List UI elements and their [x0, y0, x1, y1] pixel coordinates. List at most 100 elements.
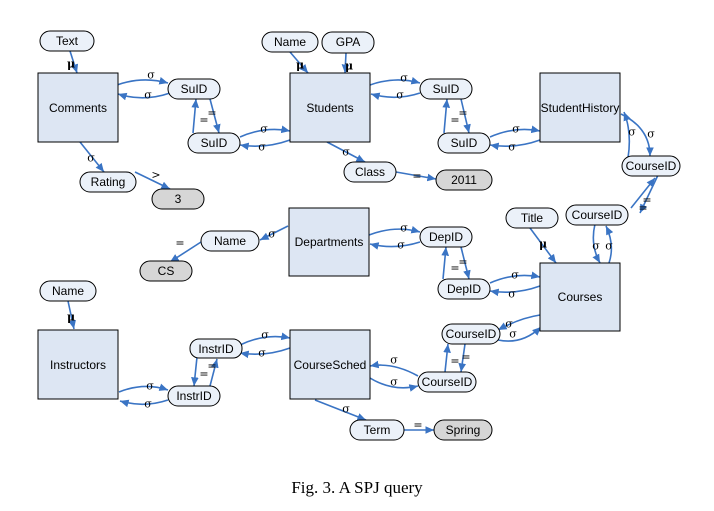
label-sigma: σ: [258, 141, 266, 154]
edge-courseid2-eq-up: [443, 343, 451, 373]
label-eq: =: [450, 114, 459, 127]
label-eq: =: [458, 256, 467, 269]
svg-text:CourseID: CourseID: [446, 327, 497, 341]
attr-depid: DepID: [419, 226, 473, 248]
attr-courseid: CourseID: [441, 323, 501, 345]
label-sigma: σ: [147, 69, 155, 82]
svg-text:InstrID: InstrID: [176, 389, 212, 403]
attr-instructor-name: Name: [39, 280, 97, 302]
attr-gpa: GPA: [321, 31, 375, 54]
edge-instrid-instructors: [119, 399, 169, 408]
label-mu: μ: [345, 60, 353, 73]
svg-text:SuID: SuID: [451, 136, 478, 150]
svg-text:SuID: SuID: [181, 82, 208, 96]
label-sigma: σ: [628, 126, 636, 139]
edge-suid2-students: [370, 92, 421, 101]
label-gt: >: [151, 169, 160, 182]
attr-term: Term: [349, 419, 405, 441]
table-label: StudentHistory: [541, 101, 620, 115]
edge-suid3-history: [489, 125, 541, 138]
attr-text: Text: [39, 30, 95, 52]
edge-class-2011: [395, 171, 437, 182]
label-eq: =: [638, 202, 647, 215]
label-sigma: σ: [647, 128, 655, 141]
label-sigma: σ: [397, 239, 405, 252]
table-coursesched: CourseSched: [289, 329, 371, 400]
svg-text:InstrID: InstrID: [198, 342, 234, 356]
tables: Comments Students StudentHistory Departm…: [37, 72, 621, 400]
table-label: Instructors: [50, 358, 106, 372]
edge-courses-depid2: [489, 285, 541, 297]
edge-title-courses: [529, 227, 557, 264]
table-label: CourseSched: [294, 358, 367, 372]
attr-suid: SuID: [419, 78, 473, 100]
edge-courseid-eq-b: [630, 177, 656, 209]
svg-text:DepID: DepID: [447, 282, 481, 296]
table-label: Departments: [295, 235, 364, 249]
attr-class: Class: [343, 161, 397, 183]
edge-courseid-courses: [592, 223, 601, 264]
svg-text:GPA: GPA: [336, 35, 360, 49]
label-sigma: σ: [400, 222, 408, 235]
svg-text:Text: Text: [56, 34, 79, 48]
const-term-value: Spring: [433, 419, 493, 441]
edge-courseid2-courses: [497, 326, 542, 342]
attr-instrid: InstrID: [167, 385, 221, 407]
table-label: Courses: [558, 290, 603, 304]
svg-text:CourseID: CourseID: [572, 208, 623, 222]
svg-text:CS: CS: [158, 264, 175, 278]
edge-comments-rating: [79, 141, 105, 173]
attr-rating: Rating: [79, 171, 137, 193]
svg-text:3: 3: [175, 192, 182, 206]
edge-courseid-eq-a: [639, 172, 660, 214]
table-label: Comments: [49, 101, 107, 115]
attr-suid: SuID: [167, 78, 221, 100]
label-sigma: σ: [505, 318, 513, 331]
edge-instrid-eq-down: [191, 356, 199, 387]
edge-depid-eq-up: [441, 246, 450, 280]
figure-caption: Fig. 3. A SPJ query: [291, 478, 423, 497]
svg-text:CourseID: CourseID: [422, 375, 473, 389]
spj-query-diagram: μ σ σ = = σ σ μ μ σ σ = = σ σ σ = σ > σ …: [37, 30, 681, 441]
label-eq: =: [207, 360, 216, 373]
svg-text:Name: Name: [52, 284, 84, 298]
edge-sched-instrid2: [239, 347, 291, 359]
attr-suid: SuID: [437, 132, 491, 154]
edge-depid2-courses: [489, 271, 541, 284]
edge-courseid2-eq-down: [458, 343, 467, 373]
label-sigma: σ: [509, 328, 517, 341]
svg-text:Title: Title: [521, 211, 544, 225]
edge-text-comments: [69, 50, 79, 74]
const-rating-value: 3: [151, 188, 205, 210]
svg-text:SuID: SuID: [433, 82, 460, 96]
table-comments: Comments: [37, 72, 119, 143]
label-sigma: σ: [390, 354, 398, 367]
attr-courseid: CourseID: [565, 204, 629, 226]
label-eq: =: [458, 107, 467, 120]
label-eq: =: [175, 237, 184, 250]
edge-instrid2-sched: [239, 332, 291, 346]
table-courses: Courses: [539, 262, 621, 332]
edge-suid2-eq-down: [460, 98, 471, 134]
edge-courseid3-sched: [369, 360, 419, 377]
edge-depid-dept: [369, 241, 421, 250]
edge-dept-depid: [368, 225, 421, 236]
edge-courseid-history: [623, 111, 631, 159]
svg-text:SuID: SuID: [201, 136, 228, 150]
label-sigma: σ: [508, 288, 516, 301]
label-mu: μ: [67, 58, 75, 71]
edge-sched-term: [314, 399, 367, 421]
const-class-value: 2011: [435, 169, 493, 191]
label-mu: μ: [296, 59, 304, 72]
label-sigma: σ: [512, 123, 520, 136]
svg-text:Term: Term: [364, 423, 391, 437]
label-sigma: σ: [261, 329, 269, 342]
table-departments: Departments: [288, 207, 370, 277]
label-eq: =: [450, 355, 459, 368]
label-eq: =: [461, 351, 470, 364]
attributes: Text SuID SuID Rating 3 Name GPA SuID Su…: [39, 30, 681, 441]
edge-courses-courseid2: [497, 314, 541, 331]
label-eq: =: [199, 114, 208, 127]
label-sigma: σ: [342, 403, 350, 416]
edge-rating-3: [134, 171, 171, 190]
